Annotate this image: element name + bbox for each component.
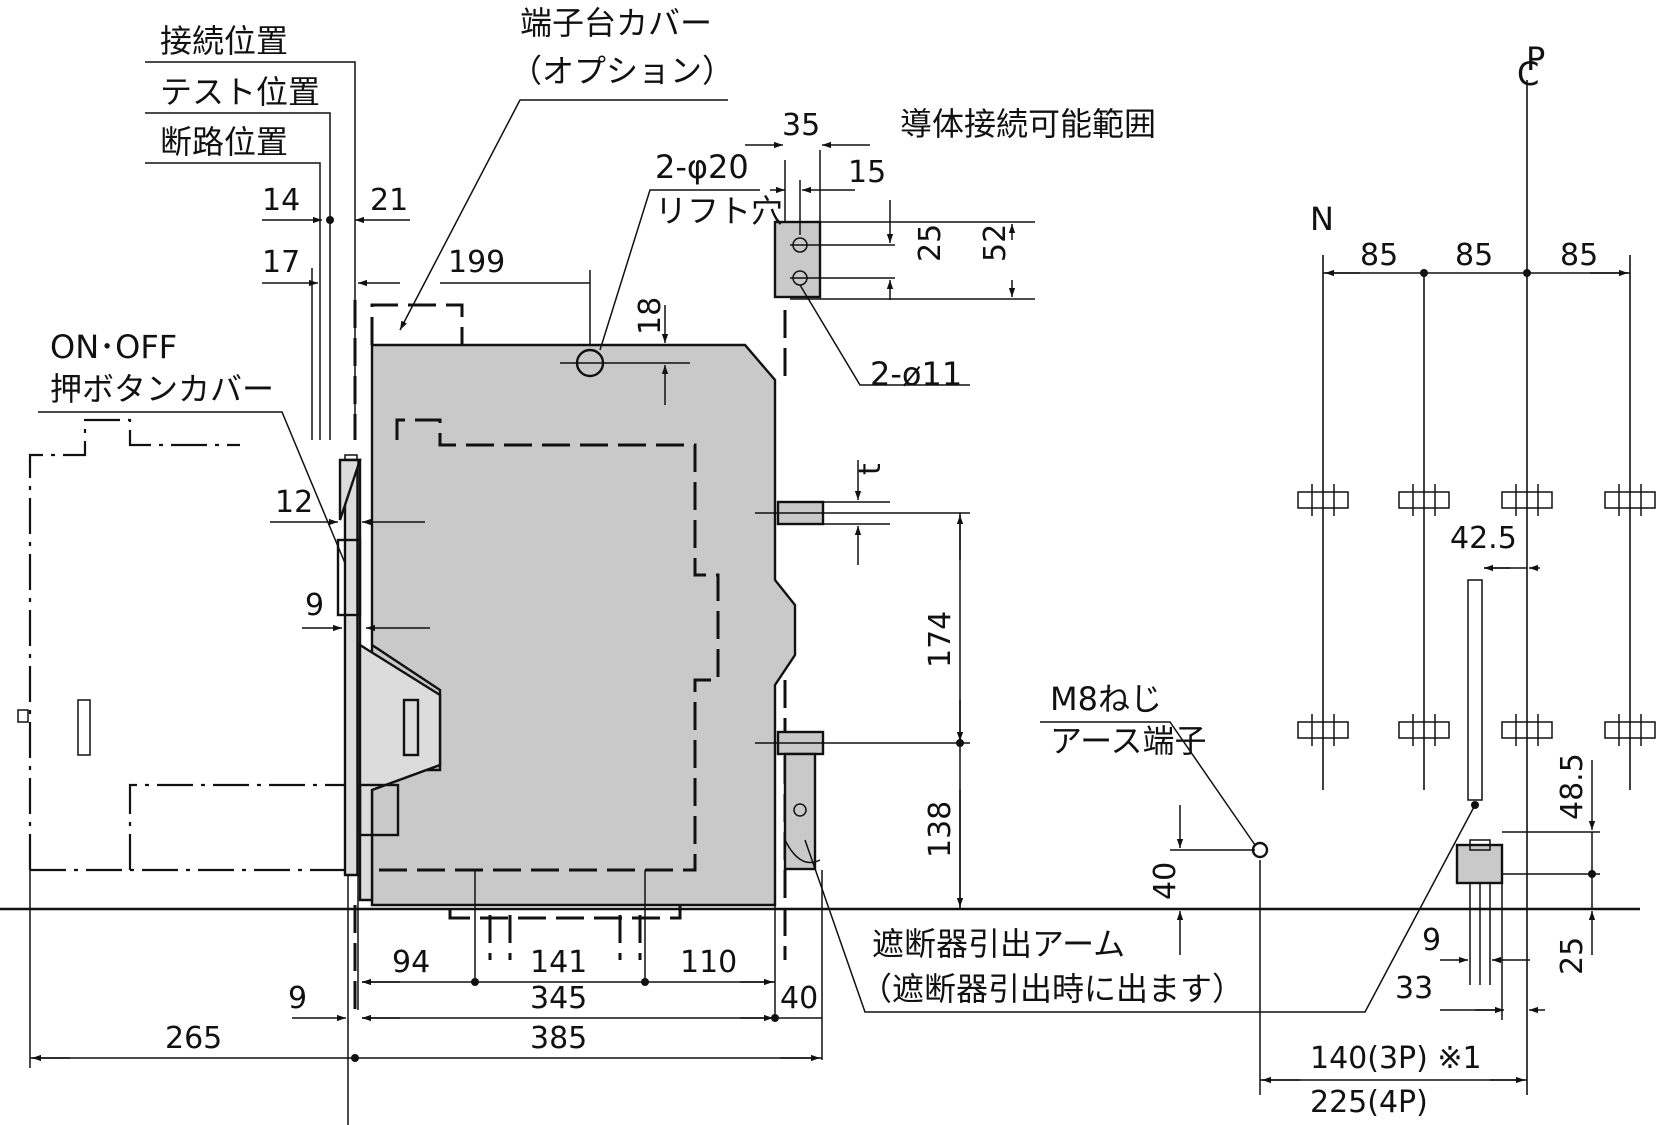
- svg-text:9: 9: [305, 588, 324, 623]
- svg-text:（オプション）: （オプション）: [510, 52, 734, 90]
- svg-text:85: 85: [1455, 238, 1493, 273]
- svg-text:12: 12: [275, 485, 313, 520]
- earth-terminal: M8ねじ アース端子 40: [1040, 680, 1269, 1095]
- svg-text:25: 25: [1555, 937, 1590, 975]
- onoff-cover-label: ON･OFF 押ボタンカバー: [38, 328, 356, 584]
- svg-text:（遮断器引出時に出ます）: （遮断器引出時に出ます）: [860, 970, 1244, 1008]
- svg-text:15: 15: [848, 155, 886, 190]
- svg-text:40: 40: [780, 981, 818, 1016]
- terminal-cover-label: 端子台カバー （オプション）: [399, 4, 734, 331]
- svg-text:174: 174: [923, 611, 958, 668]
- bottom-dims: 94 141 110 345 40 9 265 385: [29, 870, 823, 1068]
- svg-text:t: t: [853, 463, 888, 475]
- svg-text:141: 141: [530, 945, 587, 980]
- svg-text:押ボタンカバー: 押ボタンカバー: [50, 370, 274, 408]
- svg-text:225(4P): 225(4P): [1310, 1085, 1428, 1120]
- vertical-dims: 174 138: [923, 513, 964, 909]
- terminal-studs: [755, 500, 970, 871]
- svg-text:N: N: [1310, 200, 1334, 238]
- upper-terminals: [1297, 484, 1656, 516]
- svg-text:25: 25: [913, 224, 948, 262]
- connect-position-label: 接続位置: [160, 22, 288, 60]
- svg-text:9: 9: [1422, 923, 1441, 958]
- withdrawn-outline: [17, 418, 345, 872]
- svg-text:P: P: [1526, 40, 1545, 78]
- svg-text:遮断器引出アーム: 遮断器引出アーム: [872, 925, 1125, 963]
- svg-text:21: 21: [370, 183, 408, 218]
- svg-text:140(3P) ※1: 140(3P) ※1: [1310, 1041, 1482, 1076]
- svg-text:35: 35: [782, 108, 820, 143]
- svg-text:2-φ20: 2-φ20: [655, 148, 749, 186]
- svg-text:110: 110: [680, 945, 737, 980]
- lift-hole-label: 2-φ20 リフト穴 18: [599, 148, 783, 405]
- conductor-dims: 35 15 25 52 導体接続可能範囲 2-ø11: [745, 105, 1156, 393]
- top-left-dims: 14 21 17 199: [262, 183, 591, 440]
- svg-text:385: 385: [530, 1021, 587, 1056]
- svg-text:52: 52: [978, 224, 1013, 262]
- svg-text:85: 85: [1360, 238, 1398, 273]
- svg-text:85: 85: [1560, 238, 1598, 273]
- position-labels: 接続位置 テスト位置 断路位置: [145, 22, 356, 440]
- svg-text:40: 40: [1148, 862, 1183, 900]
- svg-text:94: 94: [392, 945, 430, 980]
- svg-text:リフト穴: リフト穴: [655, 192, 783, 230]
- svg-text:18: 18: [633, 297, 668, 335]
- svg-text:33: 33: [1395, 971, 1433, 1006]
- svg-text:2-ø11: 2-ø11: [870, 355, 962, 393]
- svg-text:17: 17: [262, 245, 300, 280]
- svg-text:265: 265: [165, 1021, 222, 1056]
- svg-text:9: 9: [288, 981, 307, 1016]
- svg-text:アース端子: アース端子: [1050, 722, 1206, 760]
- svg-text:端子台カバー: 端子台カバー: [520, 4, 712, 42]
- breaker-body: [336, 300, 797, 1125]
- svg-text:14: 14: [262, 183, 300, 218]
- svg-text:C: C: [1517, 55, 1539, 93]
- svg-text:ON･OFF: ON･OFF: [50, 328, 177, 366]
- lower-terminals: [1297, 714, 1656, 746]
- svg-text:導体接続可能範囲: 導体接続可能範囲: [900, 105, 1156, 143]
- svg-text:138: 138: [923, 801, 958, 858]
- svg-text:199: 199: [448, 245, 505, 280]
- conductor-plate: [773, 150, 1035, 386]
- thickness-dim: t: [853, 460, 888, 565]
- pole-layout: N C P 85 85 85: [1260, 40, 1656, 1120]
- left-button-dims: 12 9: [270, 485, 430, 632]
- svg-text:M8ねじ: M8ねじ: [1050, 680, 1162, 718]
- disconnect-position-label: 断路位置: [160, 123, 288, 161]
- svg-text:48.5: 48.5: [1555, 753, 1590, 820]
- svg-text:345: 345: [530, 981, 587, 1016]
- test-position-label: テスト位置: [160, 73, 320, 111]
- svg-text:42.5: 42.5: [1450, 521, 1517, 556]
- withdraw-arm-label: 遮断器引出アーム （遮断器引出時に出ます）: [804, 801, 1479, 1013]
